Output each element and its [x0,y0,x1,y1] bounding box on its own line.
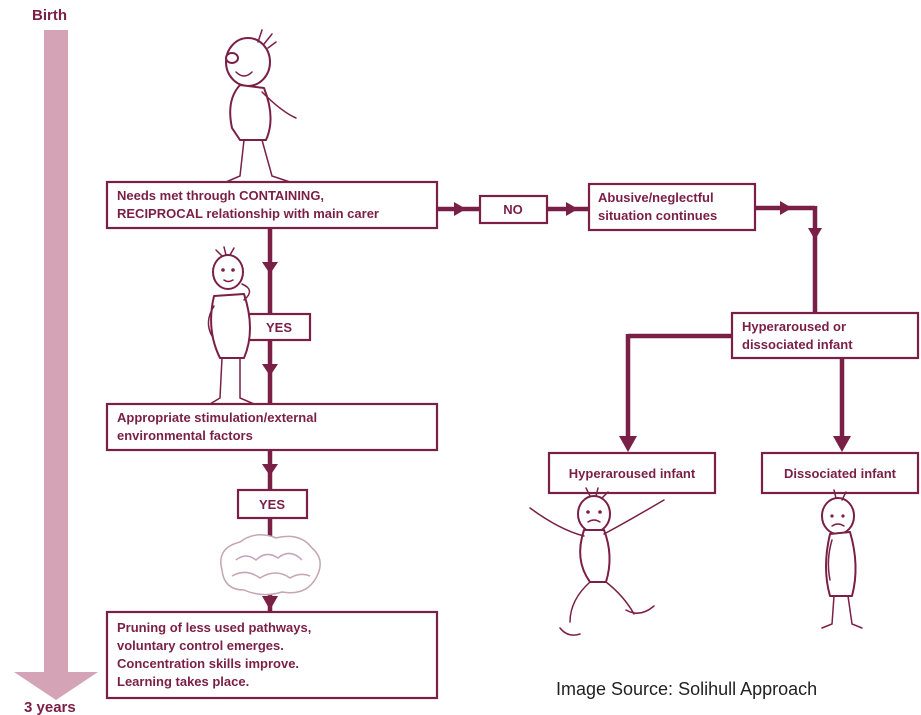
timeline-end-label: 3 years [24,699,76,715]
box-yes-1: YES [246,312,312,342]
abusive-line-2: situation continues [598,208,717,223]
pruning-line-1: Pruning of less used pathways, [117,620,311,635]
dissociated-infant-icon [821,489,863,629]
box-abusive: Abusive/neglectful situation continues [587,182,757,232]
box-dissociated: Dissociated infant [760,451,920,495]
box-yes-2: YES [236,488,309,520]
box-hyperaroused-or-dissociated: Hyperaroused or dissociated infant [730,311,920,360]
image-source-caption: Image Source: Solihull Approach [556,679,817,699]
arrowheads [262,201,851,610]
thinking-child-icon [207,246,255,405]
appropriate-line-1: Appropriate stimulation/external [117,410,317,425]
timeline-start-label: Birth [32,7,67,24]
box-pruning: Pruning of less used pathways, voluntary… [105,610,439,700]
hyperaroused-label: Hyperaroused infant [569,466,696,481]
no-label: NO [503,202,523,217]
brain-icon [220,534,321,596]
hod-line-2: dissociated infant [742,337,853,352]
pruning-line-3: Concentration skills improve. [117,656,299,671]
timeline-arrow [14,30,98,700]
yes-2-label: YES [259,497,285,512]
box-hyperaroused: Hyperaroused infant [547,451,717,495]
needs-met-line-2: RECIPROCAL relationship with main carer [117,206,379,221]
appropriate-line-2: environmental factors [117,428,253,443]
yes-1-label: YES [266,320,292,335]
pruning-line-4: Learning takes place. [117,674,249,689]
needs-met-line-1: Needs met through CONTAINING, [117,188,324,203]
dissociated-label: Dissociated infant [784,466,897,481]
adult-figure-icon [225,29,297,183]
hyperaroused-infant-icon [529,487,665,636]
box-no: NO [478,194,549,225]
box-appropriate: Appropriate stimulation/external environ… [105,402,439,452]
abusive-line-1: Abusive/neglectful [598,190,714,205]
box-needs-met: Needs met through CONTAINING, RECIPROCAL… [105,180,439,230]
pruning-line-2: voluntary control emerges. [117,638,284,653]
hod-line-1: Hyperaroused or [742,319,846,334]
